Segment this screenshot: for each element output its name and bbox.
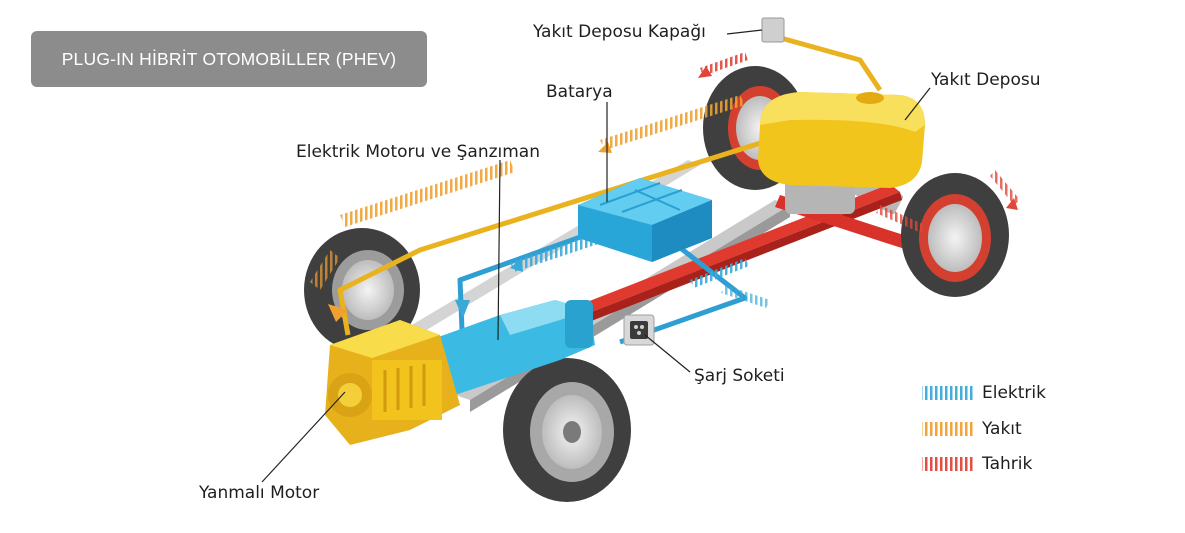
legend-swatch-fuel: [922, 422, 974, 436]
fuel-tank: [758, 92, 925, 188]
label-combustion-engine: Yanmalı Motor: [199, 483, 320, 503]
drive-flow-arrows: [698, 52, 1020, 233]
fuel-flow-arrows: [310, 95, 745, 322]
combustion-engine: [325, 320, 460, 445]
front-right-wheel: [503, 358, 631, 502]
legend-label-drive: Tahrik: [982, 454, 1033, 474]
legend-label-fuel: Yakıt: [982, 419, 1022, 439]
legend-item-fuel: Yakıt: [922, 418, 1022, 440]
page-title: PLUG-IN HİBRİT OTOMOBİLLER (PHEV): [61, 48, 397, 69]
label-fuel-cap: Yakıt Deposu Kapağı: [533, 22, 706, 42]
legend-item-electric: Elektrik: [922, 382, 1046, 404]
legend-swatch-drive: [922, 457, 974, 471]
rear-right-wheel: [901, 173, 1009, 297]
legend-label-electric: Elektrik: [982, 383, 1046, 403]
label-battery: Batarya: [546, 82, 613, 102]
label-fuel-tank: Yakıt Deposu: [931, 70, 1041, 90]
battery: [578, 178, 712, 262]
leader-lines: [261, 29, 931, 483]
electric-motor-gearbox: [430, 300, 595, 395]
fuel-cap: [761, 17, 785, 43]
electric-flow-arrows: [455, 232, 770, 318]
legend-swatch-electric: [922, 386, 974, 400]
legend-item-drive: Tahrik: [922, 453, 1032, 475]
charge-socket: [623, 314, 655, 346]
page-title-badge: PLUG-IN HİBRİT OTOMOBİLLER (PHEV): [31, 31, 427, 87]
label-charge-socket: Şarj Soketi: [694, 366, 785, 386]
label-motor-gearbox: Elektrik Motoru ve Şanzıman: [296, 142, 541, 162]
legend-swatches: [922, 386, 974, 471]
